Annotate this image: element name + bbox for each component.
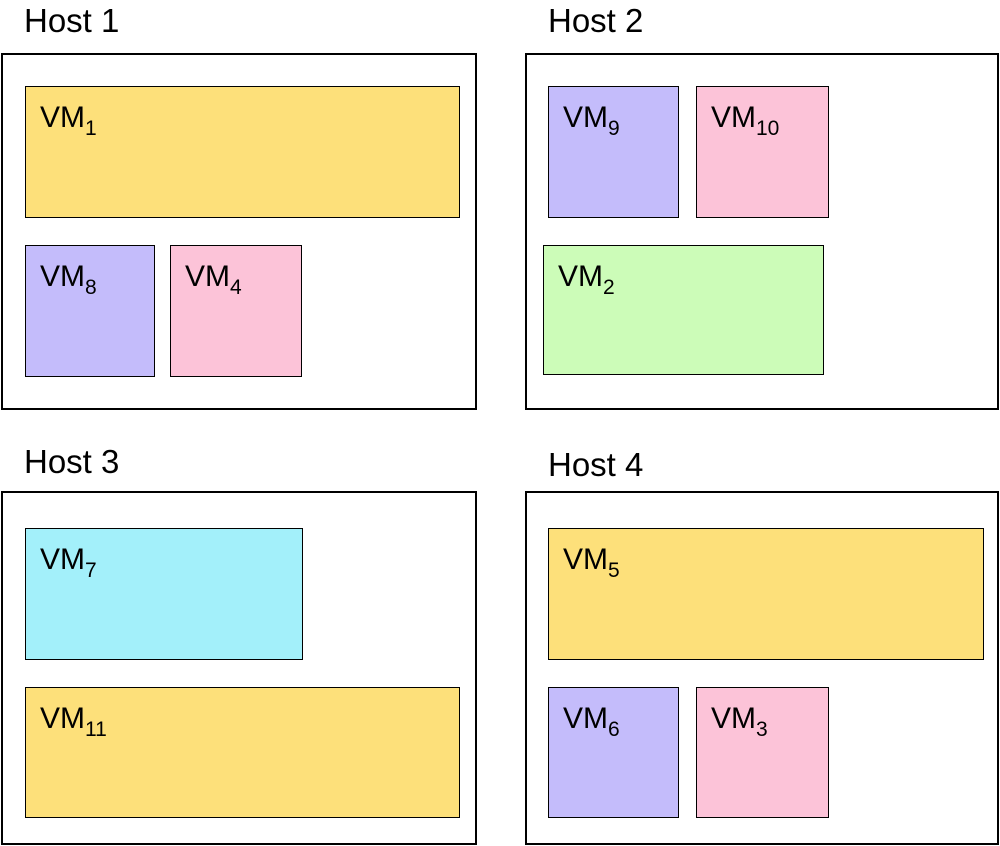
host-2-box: VM9 VM10 VM2: [525, 53, 999, 410]
vm-10-label: VM10: [711, 101, 780, 140]
vm-1: VM1: [25, 86, 460, 218]
host-3-box: VM7 VM11: [1, 491, 477, 845]
host-2-label: Host 2: [548, 2, 644, 39]
vm-7-label: VM7: [40, 543, 97, 582]
vm-3-label: VM3: [711, 702, 768, 741]
vm-11: VM11: [25, 687, 460, 818]
vm-4: VM4: [170, 245, 302, 377]
vm-9: VM9: [548, 86, 679, 218]
vm-10: VM10: [696, 86, 829, 218]
vm-1-label: VM1: [40, 101, 97, 140]
host-3-label: Host 3: [24, 443, 120, 480]
vm-9-label: VM9: [563, 101, 620, 140]
vm-8-label: VM8: [40, 260, 97, 299]
host-1-label: Host 1: [24, 2, 120, 39]
vm-5-label: VM5: [563, 543, 620, 582]
vm-8: VM8: [25, 245, 155, 377]
vm-7: VM7: [25, 528, 303, 660]
vm-4-label: VM4: [185, 260, 242, 299]
host-4-box: VM5 VM6 VM3: [525, 491, 999, 845]
vm-5: VM5: [548, 528, 984, 660]
vm-2: VM2: [543, 245, 824, 375]
vm-3: VM3: [696, 687, 829, 818]
vm-6-label: VM6: [563, 702, 620, 741]
vm-6: VM6: [548, 687, 679, 818]
host-1-box: VM1 VM8 VM4: [1, 53, 477, 410]
vm-11-label: VM11: [40, 702, 107, 741]
vm-2-label: VM2: [558, 260, 615, 299]
host-4-label: Host 4: [548, 446, 644, 483]
